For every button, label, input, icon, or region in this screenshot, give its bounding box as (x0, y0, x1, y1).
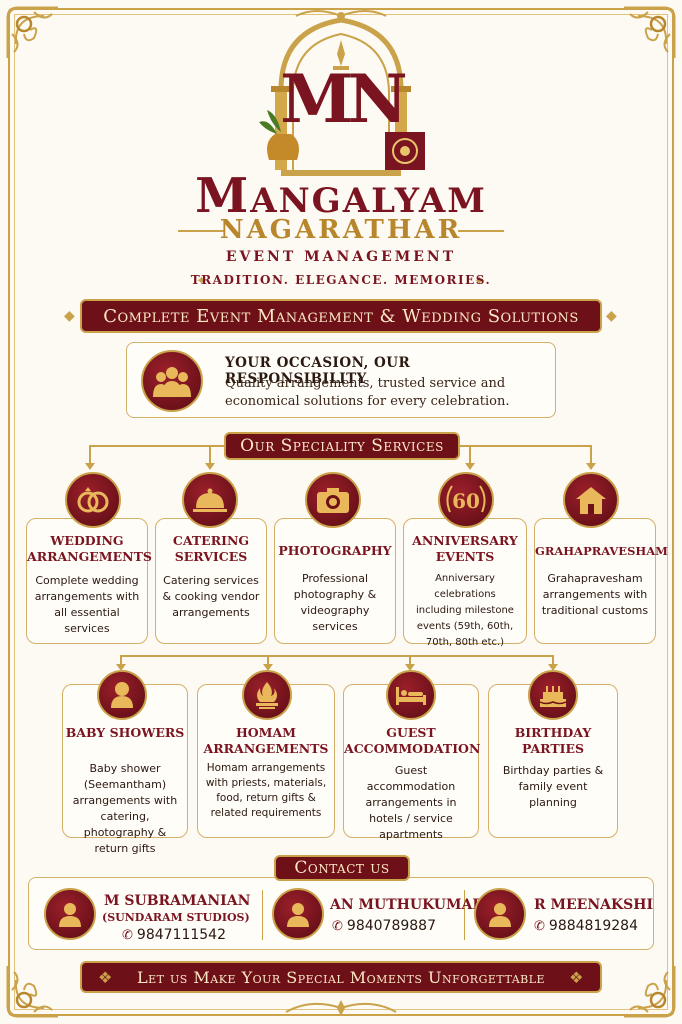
service-title: BIRTHDAY PARTIES (514, 725, 592, 756)
service-card-accommodation: GUEST ACCOMMODATION Guest accommodation … (343, 684, 481, 841)
service-card-anniversary: ANNIVERSARY EVENTS Anniversary celebrati… (403, 518, 527, 648)
service-title: BABY SHOWERS (65, 725, 185, 740)
service-card-baby-shower: BABY SHOWERS Baby shower (Seemantham) ar… (62, 684, 188, 855)
service-title: GUEST ACCOMMODATION (344, 725, 481, 756)
connector-line (267, 655, 269, 665)
cloche-icon (182, 472, 238, 528)
footer-banner: ❖ Let us Make Your Special Moments Unfor… (80, 961, 602, 993)
phone-number[interactable]: 9884819284 (548, 918, 638, 934)
phone-number[interactable]: 9847111542 (136, 927, 226, 943)
responsibility-box: YOUR OCCASION, OUR RESPONSIBILITY Qualit… (126, 342, 556, 418)
headline-banner: Complete Event Management & Wedding Solu… (80, 299, 602, 333)
connector-line (121, 655, 553, 657)
service-desc: Birthday parties & family event planning (502, 764, 604, 809)
service-desc: Grahapravesham arrangements with traditi… (541, 572, 649, 617)
logo-monogram: MN (280, 60, 407, 138)
responsibility-title: YOUR OCCASION, OUR RESPONSIBILITY (225, 355, 411, 387)
contact-name: R MEENAKSHI (534, 897, 654, 913)
corner-ornament-icon (4, 4, 62, 62)
anniversary-badge: 60 (452, 489, 480, 513)
connector-line (209, 445, 211, 463)
arrow-down-icon (205, 463, 215, 470)
corner-ornament-icon (4, 962, 62, 1020)
sixty-laurel-icon: 60 (438, 472, 494, 528)
connector-line (120, 655, 122, 665)
arrow-down-icon (85, 463, 95, 470)
service-title: WEDDING ARRANGEMENTS (27, 533, 152, 564)
brand-tagline: TRADITION. ELEGANCE. MEMORIES. (190, 273, 492, 287)
service-title: CATERING SERVICES (172, 533, 250, 564)
contact-phone[interactable]: ✆9847111542 (122, 927, 226, 943)
connector-line (409, 655, 411, 665)
bottom-ornament-icon (285, 1000, 397, 1016)
brand-name: Mangalyam (195, 168, 487, 224)
phone-icon: ✆ (534, 919, 545, 934)
service-desc: Homam arrangements with priests, materia… (205, 762, 327, 819)
baby-icon (97, 670, 147, 720)
service-title: ANNIVERSARY EVENTS (412, 533, 518, 564)
brand-division: EVENT MANAGEMENT (225, 249, 457, 265)
mangalyam-logo (259, 17, 425, 176)
divider (262, 890, 263, 940)
group-icon (141, 350, 203, 412)
connector-line (469, 445, 471, 463)
corner-ornament-icon (620, 4, 678, 62)
contact-phone[interactable]: ✆9840789887 (332, 918, 436, 934)
connector-line (590, 445, 592, 463)
contact-subtitle: (SUNDARAM STUDIOS) (102, 911, 250, 924)
service-card-birthday: BIRTHDAY PARTIES Birthday parties & fami… (488, 684, 618, 838)
service-card-catering: CATERING SERVICES Catering services & co… (155, 518, 267, 644)
cake-icon (528, 670, 578, 720)
services-heading: Our Speciality Services (224, 432, 460, 460)
contact-name: AN MUTHUKUMAR (330, 897, 484, 913)
person-icon (44, 888, 96, 940)
contact-name: M SUBRAMANIAN (104, 893, 251, 909)
contact-phone[interactable]: ✆9884819284 (534, 918, 638, 934)
service-card-photography: PHOTOGRAPHY Professional photography & v… (274, 518, 396, 644)
arrow-down-icon (405, 664, 415, 671)
contact-heading: Contact us (274, 855, 410, 881)
corner-ornament-icon (620, 962, 678, 1020)
service-title: GRAHAPRAVESHAM (535, 544, 668, 558)
service-title: PHOTOGRAPHY (278, 543, 392, 558)
rings-icon (65, 472, 121, 528)
service-desc: Anniversary celebrations including miles… (416, 573, 514, 648)
camera-icon (305, 472, 361, 528)
diamond-icon: ◆ (606, 308, 617, 324)
house-icon (563, 472, 619, 528)
arrow-down-icon (263, 664, 273, 671)
service-desc: Guest accommodation arrangements in hote… (365, 764, 457, 841)
service-desc: Complete wedding arrangements with all e… (34, 574, 140, 635)
service-title: HOMAM ARRANGEMENTS (203, 725, 329, 756)
phone-number[interactable]: 9840789887 (346, 918, 436, 934)
footer-text: Let us Make Your Special Moments Unforge… (136, 967, 546, 987)
sparkle-icon: ❖ (569, 967, 584, 987)
sparkle-icon: ✦ (474, 274, 485, 289)
service-card-wedding: WEDDING ARRANGEMENTS Complete wedding ar… (26, 518, 152, 644)
fire-icon (242, 670, 292, 720)
person-icon (272, 888, 324, 940)
sparkle-icon: ❖ (98, 967, 113, 987)
divider (178, 230, 224, 232)
service-desc: Professional photography & videography s… (293, 572, 377, 633)
bed-icon (386, 670, 436, 720)
service-desc: Baby shower (Seemantham) arrangements wi… (72, 762, 178, 855)
phone-icon: ✆ (332, 919, 343, 934)
connector-line (89, 445, 91, 463)
divider (464, 890, 465, 940)
service-desc: Catering services & cooking vendor arran… (162, 574, 260, 619)
person-icon (474, 888, 526, 940)
diamond-icon: ◆ (64, 308, 75, 324)
sparkle-icon: ✦ (196, 274, 207, 289)
arrow-down-icon (548, 664, 558, 671)
service-card-grahapravesham: GRAHAPRAVESHAM Grahapravesham arrangemen… (534, 518, 668, 644)
connector-line (552, 655, 554, 665)
divider (458, 230, 504, 232)
brand-subname: NAGARATHAR (219, 215, 463, 245)
responsibility-text: Quality arrangements, trusted service an… (225, 376, 510, 409)
phone-icon: ✆ (122, 928, 133, 943)
arrow-down-icon (116, 664, 126, 671)
arrow-down-icon (586, 463, 596, 470)
arrow-down-icon (465, 463, 475, 470)
